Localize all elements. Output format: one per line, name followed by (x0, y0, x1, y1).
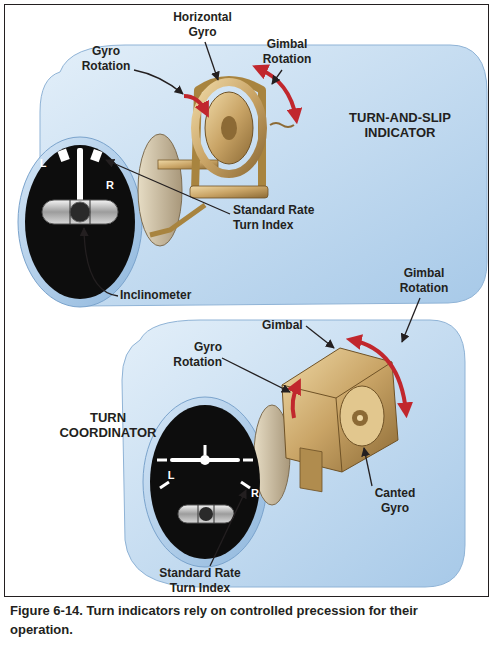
airplane-symbol (204, 445, 207, 455)
leader-line (134, 70, 183, 94)
part-label: Gyro Rotation (76, 44, 136, 74)
inclinometer-tube (90, 200, 91, 224)
part-label: Inclinometer (120, 288, 220, 303)
rotation-arrow (258, 68, 296, 118)
part-label: Gimbal (262, 318, 322, 333)
rotation-arrow (184, 96, 206, 112)
dial-marking: R (103, 178, 117, 193)
leader-line (84, 228, 118, 296)
part-label: Standard Rate Turn Index (150, 566, 250, 596)
inclinometer-tube (42, 200, 118, 224)
inclinometer-tube (199, 507, 213, 521)
leader-line (222, 358, 290, 392)
instrument-dial (241, 482, 250, 488)
instrument-title: TURN COORDINATOR (58, 410, 158, 440)
leader-line (402, 298, 420, 342)
part-label: Gimbal Rotation (388, 266, 460, 296)
gyro-gimbal (205, 92, 253, 164)
instrument-dial (25, 145, 135, 299)
gyro-gimbal (195, 80, 262, 190)
instrument-case (18, 45, 487, 307)
instrument-dial (243, 459, 253, 462)
instrument-case (122, 320, 465, 587)
part-label: Gimbal Rotation (255, 37, 319, 67)
gyro-gimbal (195, 82, 263, 174)
gyro-gimbal (221, 116, 237, 140)
instrument-dial (25, 145, 135, 299)
instrument-dial (58, 149, 70, 162)
part-label: Gyro Rotation (160, 340, 222, 370)
figure-frame (5, 5, 489, 597)
inclinometer-tube (198, 505, 199, 523)
instrument-dial (150, 405, 260, 559)
leader-line (272, 70, 282, 84)
rotation-arrow (352, 340, 406, 412)
canted-gyro-housing (357, 415, 363, 421)
inclinometer-tube (178, 505, 234, 523)
leader-line (205, 42, 218, 80)
instrument-dial (150, 405, 260, 559)
instrument-dial (160, 482, 169, 488)
inclinometer-tube (70, 200, 71, 224)
inclinometer-tube (42, 200, 118, 224)
leader-line (364, 448, 372, 486)
rotation-arrow (184, 68, 296, 118)
instrument-dial (157, 459, 167, 462)
leader-line (306, 326, 334, 348)
inclinometer-tube (214, 505, 215, 523)
dial-marking: L (36, 156, 50, 171)
instrument-dial (90, 149, 102, 162)
inclinometer-tube (178, 505, 234, 523)
figure-caption: Figure 6-14. Turn indicators rely on con… (10, 601, 480, 639)
leader-line (210, 490, 246, 566)
instrument-title: TURN-AND-SLIP INDICATOR (320, 110, 480, 140)
part-label: Horizontal Gyro (165, 10, 240, 40)
airplane-symbol (172, 445, 238, 465)
rotation-arrow (293, 340, 406, 418)
gyro-gimbal (150, 205, 205, 235)
instrument-case (143, 397, 267, 567)
inclinometer-tube (70, 202, 90, 222)
canted-gyro-housing (300, 448, 322, 492)
canted-gyro-housing (352, 410, 368, 426)
part-label: Canted Gyro (368, 486, 422, 516)
rotation-arrow (293, 384, 298, 418)
instrument-case (18, 137, 142, 307)
canted-gyro-housing (282, 348, 398, 472)
part-label: Standard Rate Turn Index (233, 203, 333, 233)
leader-line (106, 160, 230, 214)
canted-gyro-housing (282, 348, 398, 492)
canted-gyro-housing (340, 386, 384, 446)
dial-marking: L (164, 468, 178, 483)
gyro-gimbal (190, 186, 268, 198)
dial-marking: R (248, 486, 262, 501)
gyro-gimbal (270, 123, 294, 127)
airplane-symbol (200, 455, 210, 465)
instrument-case (122, 320, 465, 587)
